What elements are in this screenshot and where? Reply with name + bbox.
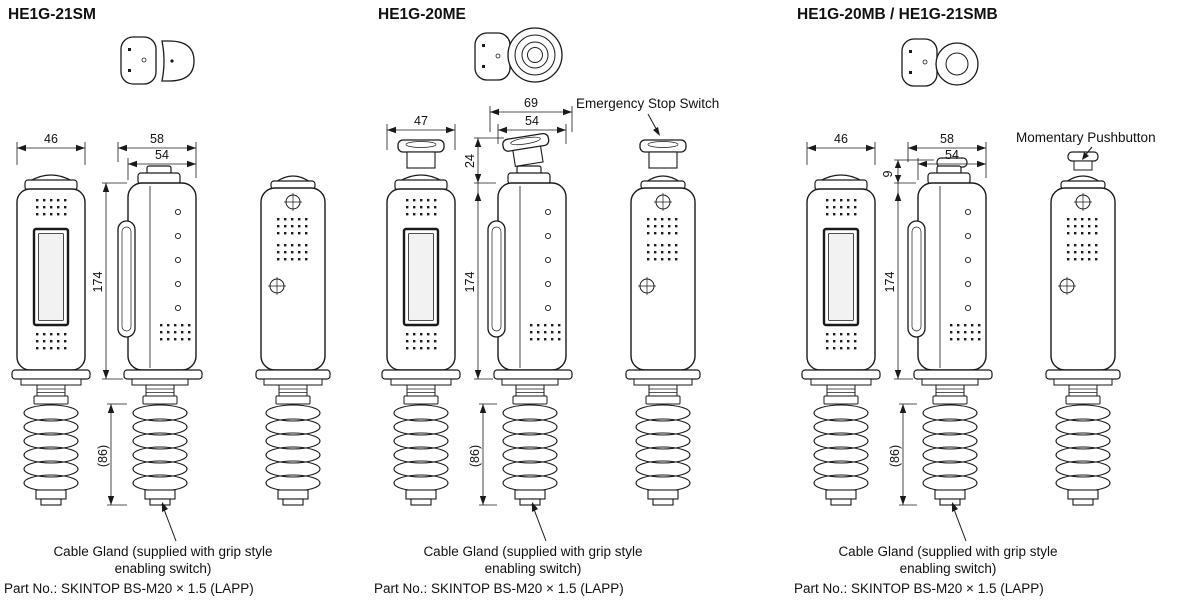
g2-cable-gland-leader	[531, 502, 547, 542]
group2-drawings: 47 69 54 24 174	[382, 27, 700, 542]
g2-side-view	[488, 166, 572, 404]
g2-estop-side	[501, 132, 553, 169]
g2-estop-front	[397, 139, 445, 169]
group2-cable-gland-caption: Cable Gland (supplied with grip style en…	[378, 543, 688, 577]
g2-estop-back	[639, 139, 687, 169]
dim-label: 47	[414, 114, 428, 128]
dim-label: 9	[881, 170, 895, 177]
g3-dim-coil-length: (86)	[888, 403, 917, 506]
g2-estop-leader	[647, 113, 660, 136]
g1-dim-side-body: 54	[127, 148, 196, 180]
g3-button-back	[1067, 151, 1099, 171]
group1-drawings: 46 58 54 174 (86)	[12, 36, 330, 542]
dim-label: 46	[834, 132, 848, 146]
caption-line2: enabling switch)	[899, 561, 997, 576]
caption-line1: Cable Gland (supplied with grip style	[423, 544, 643, 559]
g2-front-view	[382, 175, 460, 404]
g2-dim-head-width: 69	[489, 96, 573, 132]
momentary-pushbutton-annotation: Momentary Pushbutton	[1016, 130, 1156, 145]
caption-line1: Cable Gland (supplied with grip style	[53, 544, 273, 559]
group3-title: HE1G-20MB / HE1G-21SMB	[797, 6, 998, 23]
dim-label: 58	[940, 132, 954, 146]
g3-dim-front-width: 46	[806, 132, 876, 165]
dim-label: 58	[150, 132, 164, 146]
g2-coil-back	[635, 404, 691, 506]
caption-line2: enabling switch)	[114, 561, 212, 576]
dim-label: (86)	[468, 445, 482, 467]
g3-dim-side-overall: 58	[907, 132, 987, 178]
g2-dim-coil-length: (86)	[468, 403, 497, 506]
g1-back-view	[256, 176, 330, 404]
emergency-stop-annotation: Emergency Stop Switch	[576, 96, 720, 111]
g1-coil-side	[132, 404, 188, 506]
g2-dim-side-body: 54	[497, 114, 567, 144]
g3-coil-back	[1055, 404, 1111, 506]
g1-cable-gland-leader	[161, 502, 177, 542]
group1-title: HE1G-21SM	[8, 6, 96, 23]
g3-front-view	[802, 175, 880, 404]
g3-cable-gland-leader	[951, 502, 967, 542]
caption-line2: enabling switch)	[484, 561, 582, 576]
g1-top-view-head	[161, 40, 195, 82]
g2-dim-head-height: 24	[463, 137, 504, 183]
dim-label: 54	[945, 148, 959, 162]
g1-dim-body-height: 174	[91, 182, 127, 380]
g2-dim-body-height: 174	[463, 182, 496, 380]
g3-top-view-grip	[901, 38, 938, 87]
g1-coil-back	[265, 404, 321, 506]
dim-label: 174	[91, 272, 105, 293]
g2-top-view-estop	[507, 27, 563, 83]
g1-dim-side-overall: 58	[117, 132, 197, 178]
dim-label: 174	[883, 272, 897, 293]
group1-part-no: Part No.: SKINTOP BS-M20 × 1.5 (LAPP)	[4, 581, 254, 596]
g3-dim-body-height: 174	[883, 182, 916, 380]
g1-dim-front-width: 46	[16, 132, 86, 165]
dim-label: 54	[155, 148, 169, 162]
g1-top-view-grip	[120, 36, 157, 85]
group3-part-no: Part No.: SKINTOP BS-M20 × 1.5 (LAPP)	[794, 581, 1044, 596]
g2-coil-side	[502, 404, 558, 506]
dim-label: 54	[525, 114, 539, 128]
g2-coil-front	[393, 404, 449, 506]
dim-label: 174	[463, 272, 477, 293]
g1-dim-coil-length: (86)	[96, 403, 127, 506]
group3-cable-gland-caption: Cable Gland (supplied with grip style en…	[798, 543, 1098, 577]
dim-label: 24	[463, 154, 477, 168]
g3-top-view-button	[935, 42, 979, 86]
g3-back-view	[1046, 176, 1120, 404]
g3-coil-front	[813, 404, 869, 506]
g2-back-view	[626, 176, 700, 404]
g3-side-view	[908, 166, 992, 404]
dim-label: 46	[44, 132, 58, 146]
g3-dim-side-body: 54	[917, 148, 986, 180]
g1-front-view	[12, 175, 90, 404]
g2-top-view-grip	[474, 32, 511, 81]
group3-drawings: 46 58 54 9 174	[802, 38, 1120, 542]
group2-title: HE1G-20ME	[378, 6, 466, 23]
dim-label: 69	[524, 96, 538, 110]
g1-coil-front	[23, 404, 79, 506]
g2-dim-front-width: 47	[386, 114, 456, 150]
g3-dim-button-height: 9	[881, 159, 934, 183]
group2-part-no: Part No.: SKINTOP BS-M20 × 1.5 (LAPP)	[374, 581, 624, 596]
group1-cable-gland-caption: Cable Gland (supplied with grip style en…	[8, 543, 318, 577]
g3-coil-side	[922, 404, 978, 506]
g3-pushbutton-leader	[1082, 146, 1093, 160]
dim-label: (86)	[888, 445, 902, 467]
caption-line1: Cable Gland (supplied with grip style	[838, 544, 1058, 559]
g1-side-view	[118, 166, 202, 404]
dim-label: (86)	[96, 445, 110, 467]
